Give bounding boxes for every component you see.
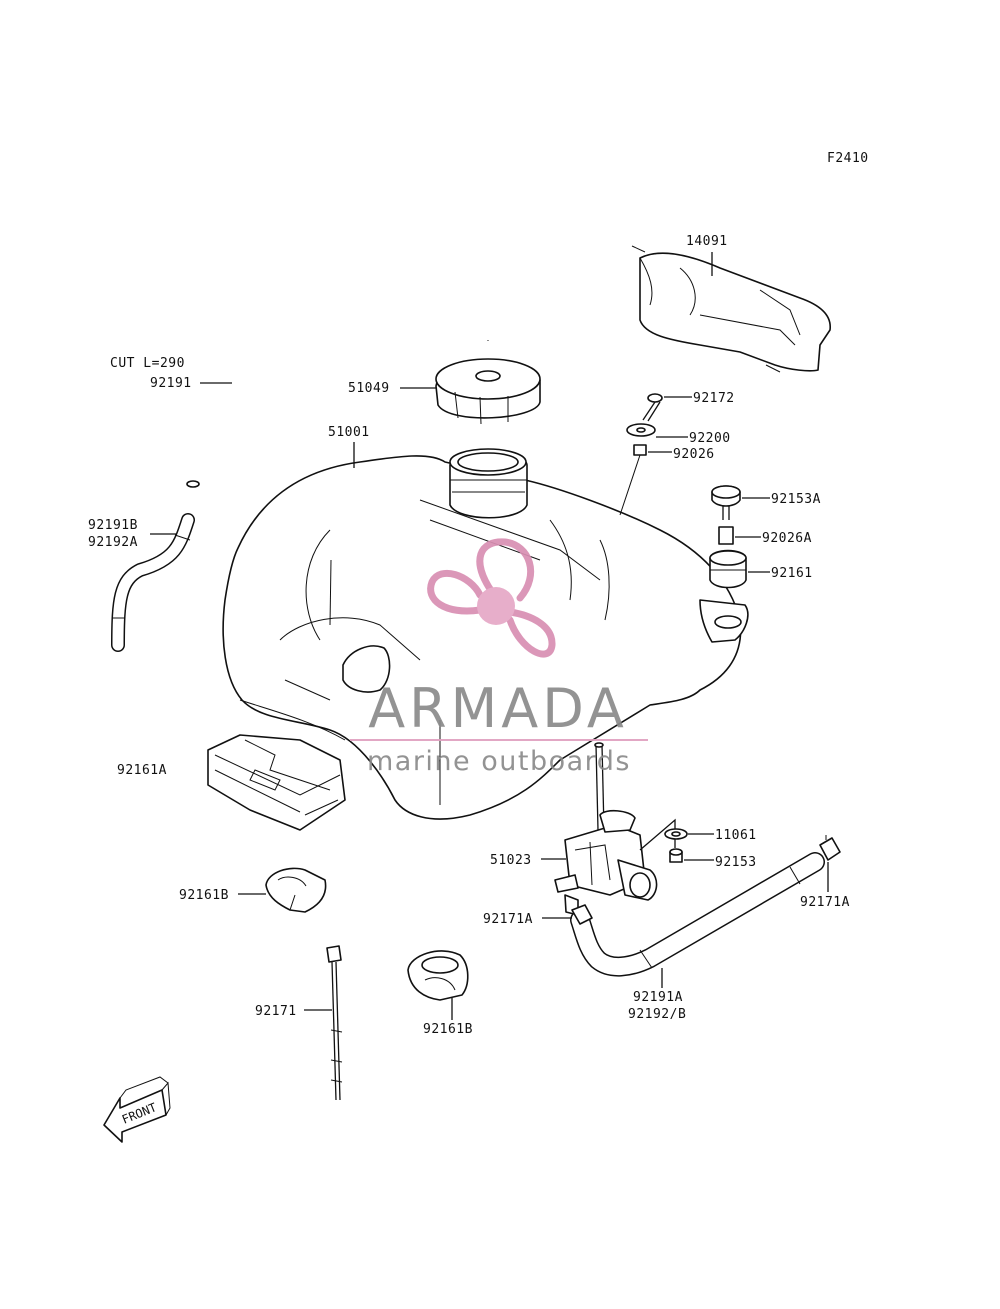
label-92161A: 92161A [117,763,167,778]
label-92191B: 92191B [88,518,138,533]
label-11061: 11061 [715,828,757,843]
label-92172: 92172 [693,391,735,406]
fuel-cock-51023 [554,742,658,916]
label-92026: 92026 [673,447,715,462]
label-92026A: 92026A [762,531,812,546]
hose-92191B [111,513,195,652]
bolt-92172 [642,393,663,422]
label-92171A-left: 92171A [483,912,533,927]
bolt-92153A [711,485,741,520]
damper-92161B-left [265,867,327,913]
collar-92026A [718,526,734,545]
label-92192B: 92192/B [628,1007,686,1022]
label-92192A: 92192A [88,535,138,550]
washer-11061 [664,828,688,840]
leader-tank-mount [619,454,641,516]
screw-92153 [669,848,683,863]
damper-92161A [207,734,346,831]
cover-14091 [631,245,831,373]
clip-92171A-left [571,904,593,925]
label-92161B-left: 92161B [179,888,229,903]
label-14091: 14091 [686,234,728,249]
label-92191A: 92191A [633,990,683,1005]
armada-watermark: ARMADA marine outboards [350,538,648,777]
label-cut-length: CUT L=290 [110,356,185,371]
label-92161: 92161 [771,566,813,581]
label-51001: 51001 [328,425,370,440]
label-51023: 51023 [490,853,532,868]
band-92171 [326,945,343,1101]
damper-92161 [709,549,747,589]
label-92200: 92200 [689,431,731,446]
breather-hose-92191 [186,179,493,488]
diagram-code: F2410 [827,151,869,166]
label-51049: 51049 [348,381,390,396]
damper-92161B-bottom [407,950,469,1001]
label-92153: 92153 [715,855,757,870]
label-92161B-bottom: 92161B [423,1022,473,1037]
label-92191: 92191 [150,376,192,391]
propeller-logo-icon [427,538,556,658]
washer-92200 [626,423,656,437]
label-92171: 92171 [255,1004,297,1019]
fuel-cap-51049 [435,358,541,425]
watermark-tagline: marine outboards [367,746,631,777]
clip-92171A-right [819,835,841,861]
fuel-hose-92191A [570,852,825,977]
front-direction-arrow: FRONT [103,1076,171,1143]
watermark-brand: ARMADA [368,677,628,740]
label-92171A-right: 92171A [800,895,850,910]
collar-92026 [633,444,647,456]
label-92153A: 92153A [771,492,821,507]
